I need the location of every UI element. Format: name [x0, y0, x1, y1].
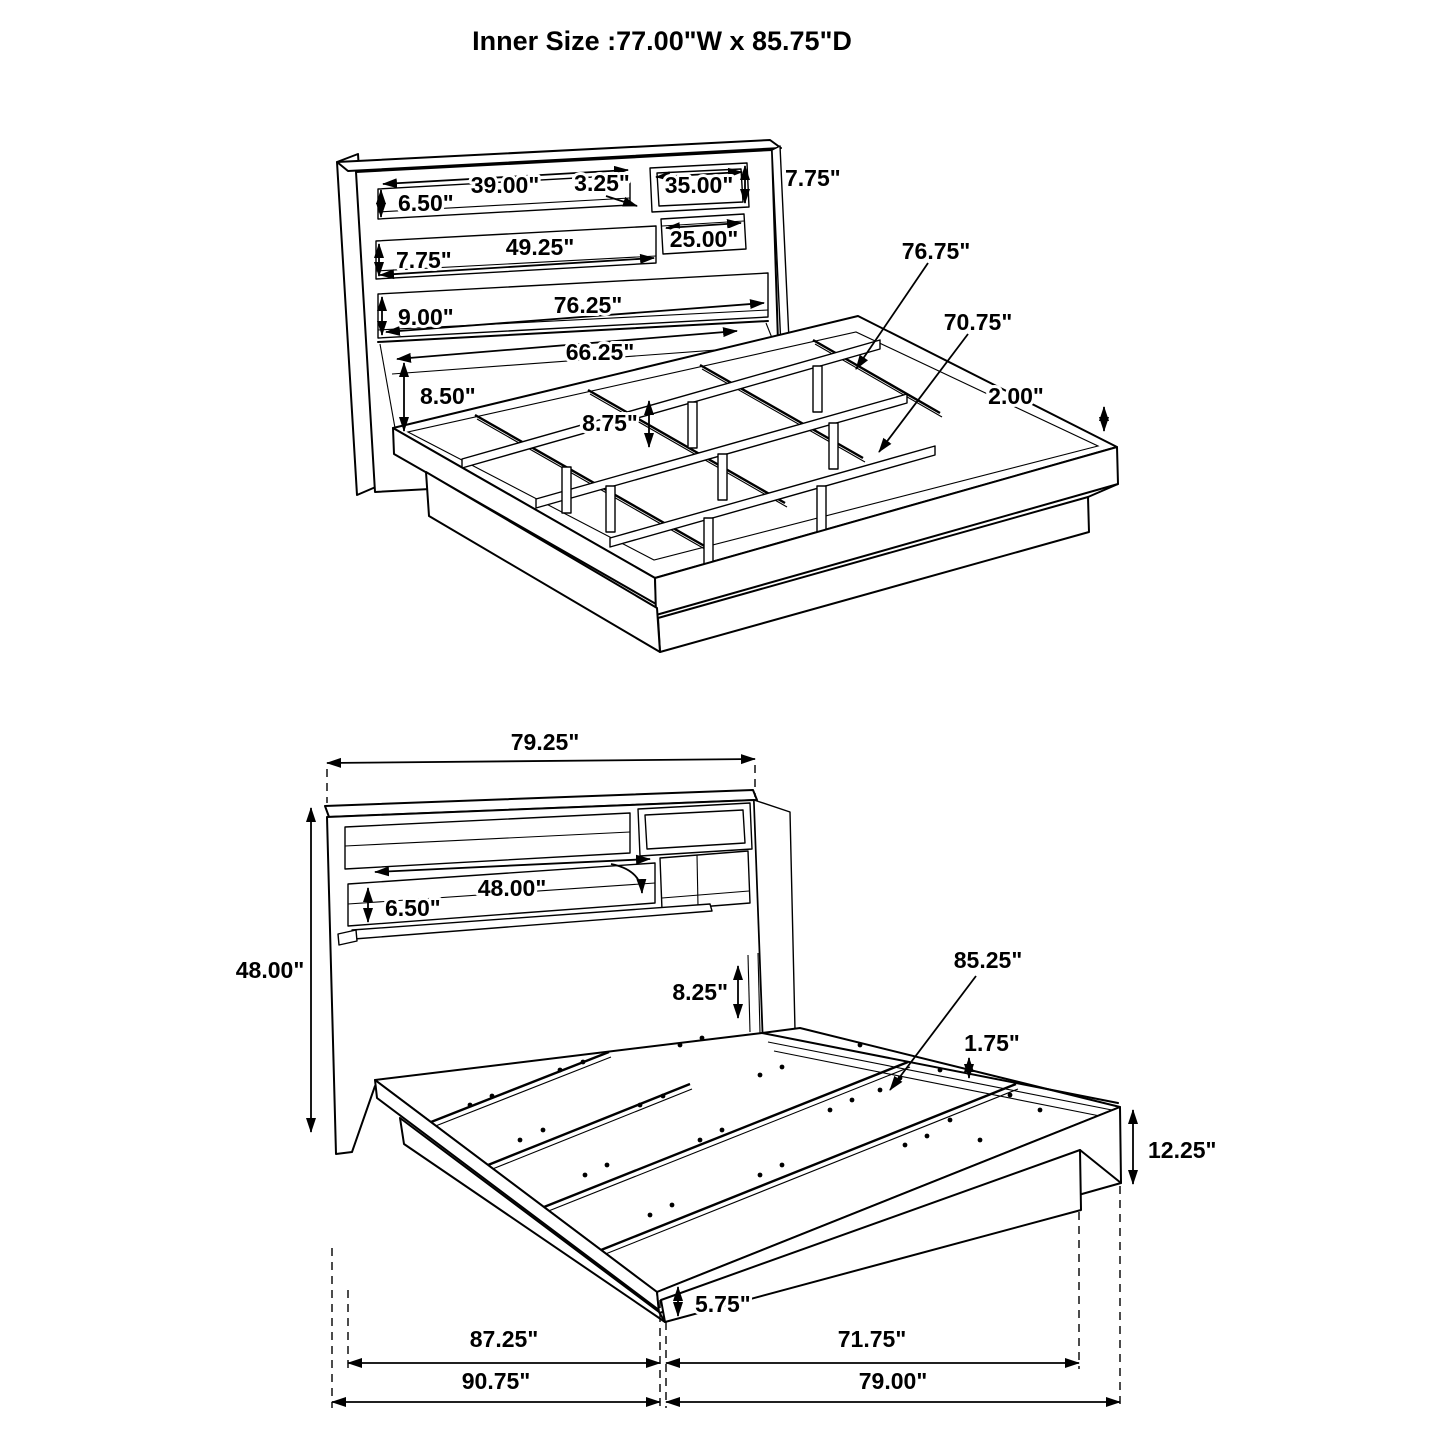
dim-overall-width: 79.25" — [511, 729, 579, 755]
platform-front — [374, 1027, 1122, 1323]
dim-shelf-opening-height: 6.50" — [385, 895, 441, 921]
support-rails — [461, 339, 936, 548]
dim-top-compartment-height: 7.75" — [785, 165, 841, 191]
dim-upper-right-span: 71.75" — [838, 1326, 906, 1352]
dim-frame-outer-length: 76.75" — [902, 238, 970, 264]
dim-frame-inner-length: 70.75" — [944, 309, 1012, 335]
page-title: Inner Size :77.00"W x 85.75"D — [472, 26, 852, 56]
dim-rail-lip-thickness: 2.00" — [988, 383, 1044, 409]
slat-screw-holes — [467, 1035, 1043, 1218]
dim-shelf3-width: 76.25" — [554, 292, 622, 318]
dim-shelf2-width: 49.25" — [506, 234, 574, 260]
isometric-view: 6.50" 39.00" 3.25" 35.00" 7.75" 7.75" 49… — [336, 139, 1119, 653]
dim-deck-to-shelf-gap: 8.25" — [672, 979, 728, 1005]
dim-shelf-opening-width: 48.00" — [478, 875, 546, 901]
dim-lower-left-span: 90.75" — [462, 1368, 530, 1394]
dim-platform-side-height: 12.25" — [1148, 1137, 1216, 1163]
dim-lower-right-span: 79.00" — [859, 1368, 927, 1394]
support-legs — [561, 365, 839, 565]
dim-shelf-divider: 3.25" — [574, 170, 630, 196]
deck-slat-gaps — [430, 1050, 1019, 1256]
front-view: 79.25" 48.00" 48.00" 6.50" 8.25" 85.25" … — [233, 726, 1219, 1408]
dim-shelf2-height: 7.75" — [396, 247, 452, 273]
dim-shelf3-height: 9.00" — [398, 304, 454, 330]
isometric-dimension-lines — [374, 165, 1109, 453]
platform-isometric — [392, 315, 1119, 653]
dim-bottom-opening-height: 8.50" — [420, 383, 476, 409]
dim-upper-left-span: 87.25" — [470, 1326, 538, 1352]
dim-right-compartment-width: 25.00" — [670, 226, 738, 252]
dim-deck-lip: 1.75" — [964, 1030, 1020, 1056]
front-dimension-lines — [306, 754, 1138, 1408]
dim-base-height: 5.75" — [695, 1291, 751, 1317]
dim-deck-length: 85.25" — [954, 947, 1022, 973]
dim-shelf1-width: 39.00" — [471, 172, 539, 198]
dim-top-compartment-width: 35.00" — [665, 172, 733, 198]
dim-support-leg-height: 8.75" — [582, 410, 638, 436]
dim-bottom-opening-width: 66.25" — [566, 339, 634, 365]
dim-headboard-height: 48.00" — [236, 957, 304, 983]
dim-shelf1-height: 6.50" — [398, 190, 454, 216]
